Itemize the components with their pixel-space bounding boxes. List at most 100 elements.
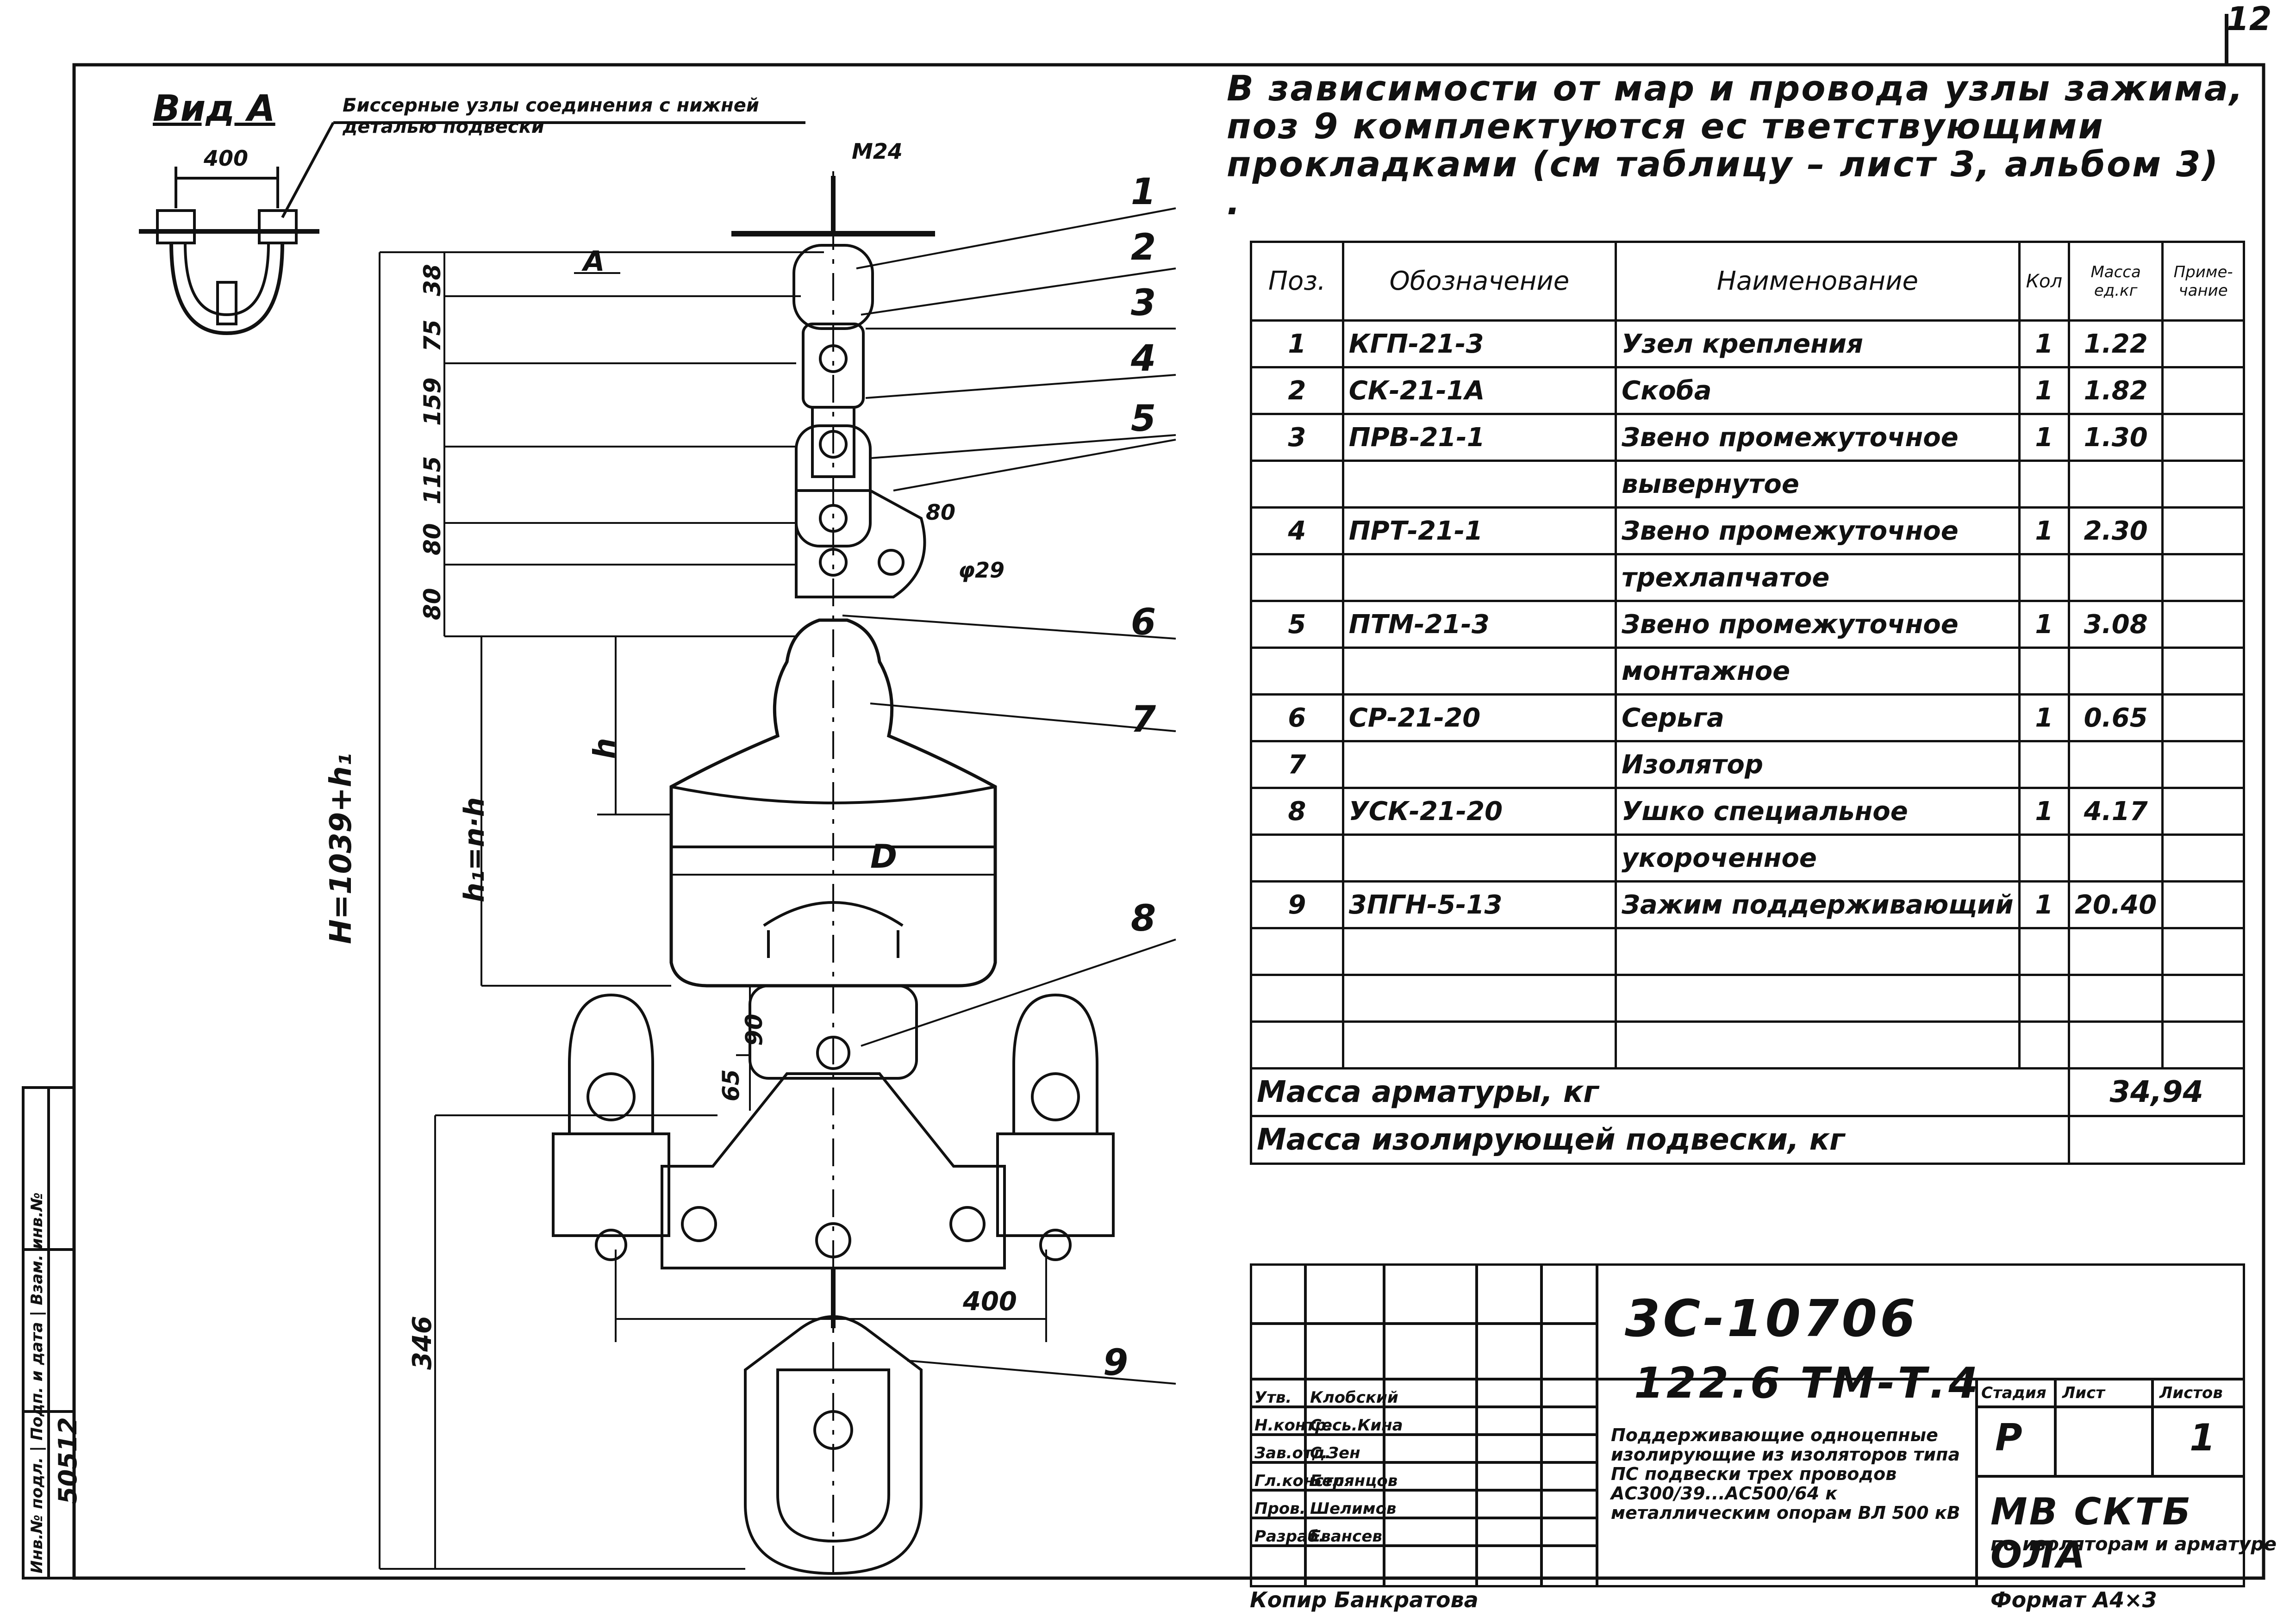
callout-4: 4 <box>1130 338 1156 379</box>
sheet-code: 122.6 ТМ-Т.4 <box>1634 1358 1981 1408</box>
role-0: Утв. <box>1254 1388 1292 1407</box>
copied-by: Копир Банкратова <box>1250 1587 1479 1612</box>
spec-cell-pos <box>1250 927 1344 976</box>
stage-label: Стадия <box>1981 1384 2046 1402</box>
role-5-name: Евансев <box>1310 1527 1382 1546</box>
spec-cell-mass: 3.08 <box>2068 600 2164 649</box>
spec-cell-pos <box>1250 833 1344 883</box>
spec-row: 7 Изолятор <box>1250 740 2245 789</box>
spec-cell-name: Звено промежуточное <box>1615 506 2021 555</box>
sheets-label: Листов <box>2159 1384 2223 1402</box>
spec-cell-mass <box>2068 647 2164 696</box>
spec-cell-note <box>2161 460 2245 509</box>
spec-cell-mass: 0.65 <box>2068 693 2164 742</box>
dim-vertical-80b: 80 <box>419 588 446 620</box>
mass-suspension-value <box>2068 1115 2245 1165</box>
spec-cell-pos: 1 <box>1250 319 1344 368</box>
view-a-note: Биссерные узлы соединения с нижней детал… <box>343 95 759 137</box>
spec-cell-pos: 5 <box>1250 600 1344 649</box>
callout-7: 7 <box>1130 699 1156 740</box>
dim-total-height: H=1039+h₁ <box>324 753 358 944</box>
mass-fittings-row: Масса арматуры, кг 34,94 <box>1249 1067 2245 1117</box>
spec-cell-qty <box>2018 647 2071 696</box>
spec-cell-note <box>2161 506 2245 555</box>
spec-header-row: Поз. Обозначение Наименование Кол Масса … <box>1250 241 2245 322</box>
spec-cell-qty <box>2018 1020 2071 1070</box>
side-stamp-number: 50512 <box>53 1417 82 1504</box>
role-3: Гл.констр. <box>1254 1472 1350 1490</box>
spec-cell-name: Изолятор <box>1615 740 2021 789</box>
spec-cell-code: КГП-21-3 <box>1341 319 1617 368</box>
spec-cell-mass: 4.17 <box>2068 787 2164 836</box>
sheet-frame <box>72 63 2265 1580</box>
dim-vertical-80a: 80 <box>419 523 446 555</box>
spec-cell-code: СК-21-1А <box>1341 366 1617 415</box>
spec-cell-qty <box>2018 740 2071 789</box>
spec-row: монтажное <box>1250 647 2245 696</box>
role-1: Н.контр. <box>1254 1416 1333 1435</box>
callout-2: 2 <box>1130 227 1156 268</box>
col-name: Наименование <box>1615 241 2021 322</box>
spec-cell-pos: 6 <box>1250 693 1344 742</box>
dim-h1: h₁=n·h <box>458 797 491 903</box>
role-4: Пров. <box>1254 1499 1306 1518</box>
general-note: В зависимости от мар и провода узлы зажи… <box>1227 68 2245 223</box>
callout-1: 1 <box>1130 171 1156 213</box>
format-label: Формат А4×3 <box>1990 1587 2157 1612</box>
spec-cell-qty: 1 <box>2018 319 2071 368</box>
mass-suspension-row: Масса изолирующей подвески, кг <box>1249 1115 2245 1165</box>
spec-cell-mass <box>2068 974 2164 1023</box>
spec-cell-name: трехлапчатое <box>1615 553 2021 602</box>
dim-vertical-38: 38 <box>419 264 446 296</box>
spec-cell-mass: 2.30 <box>2068 506 2164 555</box>
spec-cell-qty: 1 <box>2018 600 2071 649</box>
stage-value: Р <box>1995 1416 2022 1459</box>
spec-cell-note <box>2161 600 2245 649</box>
spec-cell-name: Звено промежуточное <box>1615 600 2021 649</box>
spec-cell-mass <box>2068 740 2164 789</box>
spec-row <box>1250 1020 2245 1070</box>
spec-cell-pos: 7 <box>1250 740 1344 789</box>
page-number: 12 <box>2227 0 2272 38</box>
spec-cell-name: монтажное <box>1615 647 2021 696</box>
spec-cell-mass <box>2068 460 2164 509</box>
spec-cell-pos: 3 <box>1250 413 1344 462</box>
callout-8: 8 <box>1130 898 1156 939</box>
dim-D: D <box>870 838 898 876</box>
spec-cell-name: Скоба <box>1615 366 2021 415</box>
col-mass: Масса ед.кг <box>2068 241 2164 322</box>
spec-cell-note <box>2161 740 2245 789</box>
callout-3: 3 <box>1130 282 1156 324</box>
dim-phi: φ29 <box>958 558 1004 583</box>
spec-cell-note <box>2161 319 2245 368</box>
dim-90: 90 <box>741 1014 767 1046</box>
title-block <box>1250 1263 2245 1587</box>
mass-fittings-value: 34,94 <box>2068 1067 2245 1117</box>
dim-vertical-115: 115 <box>419 456 446 504</box>
spec-cell-qty: 1 <box>2018 787 2071 836</box>
spec-row: укороченное <box>1250 833 2245 883</box>
spec-cell-pos <box>1250 647 1344 696</box>
spec-cell-name <box>1615 1020 2021 1070</box>
spec-cell-qty <box>2018 927 2071 976</box>
spec-cell-pos: 2 <box>1250 366 1344 415</box>
spec-cell-code: СР-21-20 <box>1341 693 1617 742</box>
spec-row: вывернутое <box>1250 460 2245 509</box>
callout-9: 9 <box>1103 1342 1129 1384</box>
spec-cell-mass <box>2068 927 2164 976</box>
spec-row: трехлапчатое <box>1250 553 2245 602</box>
role-2: Зав.отд. <box>1254 1444 1331 1462</box>
spec-cell-note <box>2161 553 2245 602</box>
spec-cell-mass: 20.40 <box>2068 880 2164 929</box>
col-note: Приме-чание <box>2161 241 2245 322</box>
dim-65: 65 <box>718 1069 744 1101</box>
role-3-name: Белянцов <box>1310 1472 1398 1490</box>
spec-cell-pos <box>1250 553 1344 602</box>
